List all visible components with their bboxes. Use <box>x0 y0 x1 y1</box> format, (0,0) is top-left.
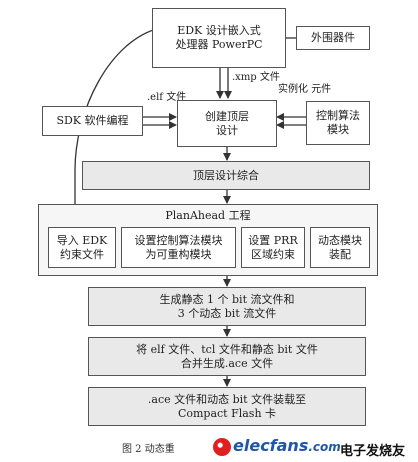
edk-processor-box: EDK 设计嵌入式 处理器 PowerPC <box>152 8 286 68</box>
control-module-box: 控制算法 模块 <box>306 101 370 145</box>
inst-line-2: 元件 <box>311 84 332 95</box>
import-edk-box: 导入 EDK 约束文件 <box>48 227 116 268</box>
edk-line-2: 处理器 PowerPC <box>175 38 263 51</box>
elf-line-2: 文件 <box>166 92 187 103</box>
set-control-line-1: 设置控制算法模块 <box>134 233 223 247</box>
edk-line-1: EDK 设计嵌入式 <box>177 24 261 37</box>
set-prr-line-1: 设置 PRR <box>248 233 298 247</box>
xmp-line-2: 文件 <box>259 72 280 83</box>
set-prr-box: 设置 PRR 区域约束 <box>241 227 305 268</box>
create-top-line-2: 设计 <box>216 123 238 137</box>
figure-caption: 图 2 动态重 <box>122 444 175 455</box>
elecfans-logo-icon <box>213 438 231 456</box>
watermark-cn: 电子发烧友 <box>340 444 406 459</box>
watermark-brand: elecfans.com <box>233 436 341 455</box>
load-line-2: Compact Flash 卡 <box>177 406 277 420</box>
control-line-2: 模块 <box>327 123 349 136</box>
watermark-brand-text: elecfans <box>233 436 309 455</box>
set-control-line-2: 为可重构模块 <box>145 247 212 261</box>
elf-line-1: .elf <box>147 92 163 103</box>
import-edk-line-2: 约束文件 <box>60 247 104 261</box>
dynamic-assembly-box: 动态模块 装配 <box>310 227 370 268</box>
generate-bitstream-box: 生成静态 1 个 bit 流文件和 3 个动态 bit 流文件 <box>88 287 366 326</box>
load-flash-box: .ace 文件和动态 bit 文件装载至 Compact Flash 卡 <box>88 387 366 426</box>
top-synthesis-box: 顶层设计综合 <box>82 161 370 190</box>
import-edk-line-1: 导入 EDK <box>56 233 108 247</box>
set-control-box: 设置控制算法模块 为可重构模块 <box>121 227 236 268</box>
merge-ace-box: 将 elf 文件、tcl 文件和静态 bit 文件 合并生成.ace 文件 <box>88 337 366 376</box>
dynamic-line-1: 动态模块 <box>318 233 362 247</box>
peripheral-box: 外围器件 <box>296 26 370 50</box>
create-top-box: 创建顶层 设计 <box>177 100 277 147</box>
control-line-1: 控制算法 <box>316 109 360 122</box>
load-line-1: .ace 文件和动态 bit 文件装载至 <box>147 392 307 406</box>
planahead-title: PlanAhead 工程 <box>165 209 251 222</box>
gen-bit-line-2: 3 个动态 bit 流文件 <box>177 306 277 320</box>
sdk-box: SDK 软件编程 <box>42 106 143 136</box>
create-top-line-1: 创建顶层 <box>205 109 249 123</box>
merge-line-2: 合并生成.ace 文件 <box>180 356 274 370</box>
xmp-label: .xmp 文件 <box>232 72 280 84</box>
instance-label: 实例化 元件 <box>278 84 331 96</box>
merge-line-1: 将 elf 文件、tcl 文件和静态 bit 文件 <box>136 342 318 356</box>
elf-label: .elf 文件 <box>147 92 186 104</box>
edk-to-import-curve <box>71 27 161 226</box>
watermark-domain: .com <box>308 440 341 454</box>
sdk-label: SDK 软件编程 <box>56 114 129 127</box>
dynamic-line-2: 装配 <box>329 247 351 261</box>
top-synth-label: 顶层设计综合 <box>193 168 259 182</box>
set-prr-line-2: 区域约束 <box>251 247 295 261</box>
peripheral-label: 外围器件 <box>311 31 355 44</box>
xmp-line-1: .xmp <box>232 72 257 83</box>
inst-line-1: 实例化 <box>278 84 308 95</box>
gen-bit-line-1: 生成静态 1 个 bit 流文件和 <box>159 292 295 306</box>
